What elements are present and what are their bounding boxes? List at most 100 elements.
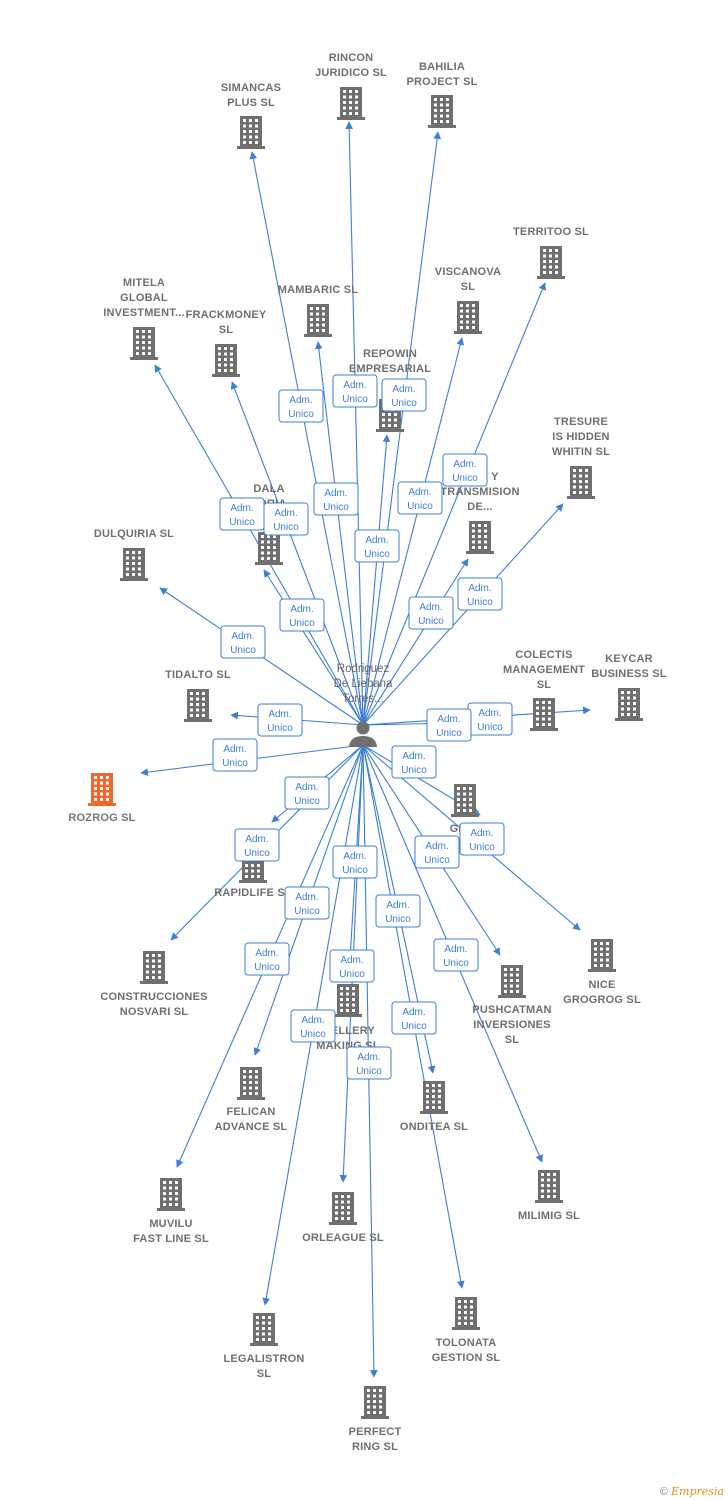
- relation-badge-text: Unico: [443, 958, 469, 969]
- building-icon: [255, 532, 283, 565]
- building-icon: [157, 1178, 185, 1211]
- company-label-line: SL: [219, 324, 234, 336]
- relation-badge: Adm.Unico: [219, 497, 265, 531]
- company-node-dulquiria[interactable]: DULQUIRIA SL: [94, 528, 174, 581]
- company-node-tidalto[interactable]: TIDALTO SL: [165, 669, 231, 722]
- relation-badge-text: Unico: [356, 1066, 382, 1077]
- company-label-line: GROGROG SL: [563, 994, 641, 1006]
- relation-badge-text: Adm.: [437, 714, 460, 725]
- company-node-orleague[interactable]: ORLEAGUE SL: [302, 1192, 384, 1244]
- relation-badge-text: Unico: [289, 618, 315, 629]
- relation-badge: Adm.Unico: [329, 949, 375, 983]
- copyright-symbol: ©: [659, 1486, 668, 1498]
- relation-badge-text: Adm.: [470, 828, 493, 839]
- brand-logo-text: Empresia: [671, 1485, 724, 1498]
- relation-badge: Adm.Unico: [212, 738, 258, 772]
- company-label-line: ORLEAGUE SL: [302, 1232, 384, 1244]
- relation-badge-text: Adm.: [408, 487, 431, 498]
- edge-viscanova: [362, 337, 465, 726]
- edge-rincon: [345, 121, 364, 726]
- company-label-line: FRACKMONEY: [186, 309, 267, 321]
- company-label-line: ADVANCE SL: [215, 1121, 288, 1133]
- company-label-line: TIDALTO SL: [165, 669, 231, 681]
- company-node-mambaric[interactable]: MAMBARIC SL: [278, 284, 358, 337]
- relation-badge: Adm.Unico: [442, 453, 488, 487]
- relation-badge-text: Unico: [229, 517, 255, 528]
- company-node-felican[interactable]: FELICAN ADVANCE SL: [215, 1067, 288, 1133]
- company-node-onditea[interactable]: ONDITEA SL: [400, 1081, 468, 1133]
- relation-badge: Adm.Unico: [332, 845, 378, 879]
- relation-badge-text: Unico: [342, 394, 368, 405]
- company-label-line: DULQUIRIA SL: [94, 528, 174, 540]
- company-label-line: BUSINESS SL: [591, 668, 667, 680]
- building-icon: [615, 688, 643, 721]
- company-label-line: FELICAN: [226, 1106, 275, 1118]
- company-label-line: REPOWIN: [363, 348, 417, 360]
- relation-badge-text: Adm.: [402, 751, 425, 762]
- company-label-line: NICE: [588, 979, 615, 991]
- building-icon: [250, 1313, 278, 1346]
- relation-badge-text: Adm.: [425, 841, 448, 852]
- building-icon: [498, 965, 526, 998]
- relation-badge: Adm.Unico: [391, 1001, 437, 1035]
- relation-badge-text: Unico: [424, 855, 450, 866]
- company-node-territoo[interactable]: TERRITOO SL: [513, 226, 589, 279]
- company-label-line: FAST LINE SL: [133, 1233, 209, 1245]
- company-label-line: MAMBARIC SL: [278, 284, 358, 296]
- building-icon: [535, 1170, 563, 1203]
- company-node-milimig[interactable]: MILIMIG SL: [518, 1170, 580, 1222]
- company-label-line: SL: [257, 1368, 272, 1380]
- relation-badge-text: Unico: [469, 842, 495, 853]
- company-label-line: RINCON: [329, 52, 374, 64]
- company-label-line: INVERSIONES: [473, 1019, 550, 1031]
- building-icon: [337, 87, 365, 120]
- company-label-line: PERFECT: [349, 1426, 402, 1438]
- relation-badge: Adm.Unico: [244, 942, 290, 976]
- building-icon: [451, 784, 479, 817]
- relation-badge: Adm.Unico: [290, 1009, 336, 1043]
- company-node-rozrog[interactable]: ROZROG SL: [68, 773, 135, 824]
- relation-badge-text: Unico: [339, 969, 365, 980]
- building-icon: [237, 1067, 265, 1100]
- company-label-line: COLECTIS: [515, 649, 572, 661]
- edge-repowin: [362, 434, 391, 726]
- company-label-line: PLUS SL: [227, 97, 275, 109]
- company-node-nice[interactable]: NICE GROGROG SL: [563, 939, 641, 1006]
- company-label-line: GESTION SL: [432, 1352, 501, 1364]
- relation-badge-text: Adm.: [295, 782, 318, 793]
- relation-badge-text: Unico: [323, 502, 349, 513]
- company-label-line: ONDITEA SL: [400, 1121, 468, 1133]
- building-icon: [329, 1192, 357, 1225]
- company-node-mitela[interactable]: MITELAGLOBALINVESTMENT...: [103, 277, 185, 360]
- relation-badge-text: Adm.: [357, 1052, 380, 1063]
- relation-badge: Adm. Unico: [414, 835, 460, 869]
- edge-frackmoney: [230, 381, 364, 726]
- relation-badge-text: Unico: [401, 1021, 427, 1032]
- relation-badge: Adm.Unico: [381, 378, 427, 412]
- company-node-frackmoney[interactable]: FRACKMONEY SL: [186, 309, 267, 377]
- relation-badge-text: Adm.: [301, 1015, 324, 1026]
- relation-badge: Adm.Unico: [426, 708, 472, 742]
- relation-badge-text: Adm.: [289, 395, 312, 406]
- relation-badge-text: Unico: [294, 796, 320, 807]
- person-icon: [349, 721, 377, 747]
- relation-badge-text: Unico: [467, 597, 493, 608]
- relation-badge-text: Adm.: [231, 631, 254, 642]
- relation-badge: Adm.Unico: [313, 482, 359, 516]
- relation-badge: Adm.Unico: [354, 529, 400, 563]
